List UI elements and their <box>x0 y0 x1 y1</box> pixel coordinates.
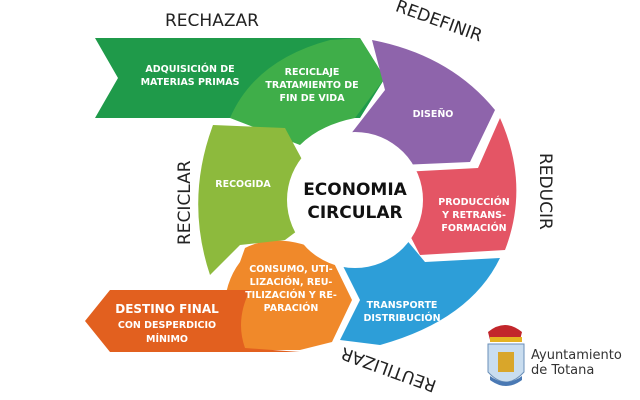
recogida-label: RECOGIDA <box>215 179 271 190</box>
produccion-label-2: Y RETRANS- <box>441 210 506 221</box>
segment-reciclaje <box>230 38 385 145</box>
transporte-label: TRANSPORTE <box>367 300 438 311</box>
reutilizar-label: REUTILIZAR <box>338 342 439 395</box>
diseno-label: DISEÑO <box>413 109 454 120</box>
reciclaje-label: RECICLAJE <box>285 67 340 78</box>
segment-consumo <box>224 240 352 350</box>
center-circle <box>287 132 423 268</box>
redefinir-label: REDEFINIR <box>393 0 485 46</box>
center-title-line2: CIRCULAR <box>307 203 402 223</box>
center-title-line1: ECONOMIA <box>303 180 407 200</box>
segment-destino <box>85 290 300 352</box>
reciclar-label: RECICLAR <box>175 160 195 245</box>
transporte-label-2: DISTRIBUCIÓN <box>363 312 440 324</box>
consumo-label-2: LIZACIÓN, REU- <box>250 276 333 288</box>
segment-diseno <box>350 40 495 165</box>
consumo-label-4: PARACIÓN <box>264 302 319 314</box>
coat-of-arms-icon <box>487 325 525 386</box>
segment-produccion <box>402 118 517 255</box>
logo-line1: Ayuntamiento <box>531 348 622 363</box>
destino-label-2: CON DESPERDICIO <box>118 320 216 331</box>
destino-label-3: MÍNIMO <box>146 333 188 345</box>
produccion-label-3: FORMACIÓN <box>441 222 506 234</box>
adquisicion-label-2: MATERIAS PRIMAS <box>141 77 240 88</box>
ayuntamiento-logo-text: Ayuntamiento de Totana <box>531 348 622 378</box>
rechazar-label: RECHAZAR <box>165 11 259 31</box>
consumo-label: CONSUMO, UTI- <box>249 264 333 275</box>
segment-recogida <box>198 125 305 275</box>
consumo-label-3: TILIZACIÓN Y RE- <box>245 289 337 301</box>
produccion-label: PRODUCCIÓN <box>438 196 510 208</box>
reducir-label: REDUCIR <box>535 153 555 230</box>
reciclaje-label-2: TRATAMIENTO DE <box>265 80 358 91</box>
logo-line2: de Totana <box>531 363 595 378</box>
reciclaje-label-3: FIN DE VIDA <box>279 93 345 104</box>
adquisicion-label: ADQUISICIÓN DE <box>145 63 234 75</box>
destino-label: DESTINO FINAL <box>115 302 219 316</box>
